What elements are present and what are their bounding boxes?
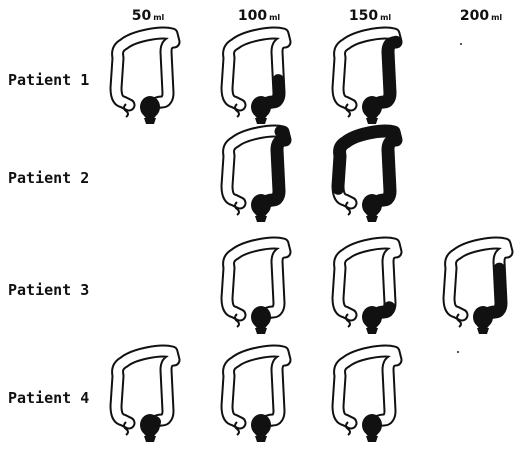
rectal-bulb [251, 194, 271, 216]
patient-label: Patient 4 [8, 389, 89, 407]
patient-rows: Patient 1 Patient 2 Patient 3 Patient 4 [8, 33, 507, 442]
catheter-tip [366, 216, 378, 222]
colon-panel [338, 243, 396, 334]
rectal-bulb [251, 414, 271, 436]
volume-value: 200 [460, 8, 489, 24]
catheter-tip [366, 118, 378, 124]
patient-label: Patient 1 [8, 71, 89, 89]
rectal-bulb [362, 414, 382, 436]
catheter-tip [144, 436, 156, 442]
colon-panel [227, 351, 285, 442]
catheter-tip [255, 118, 267, 124]
speck-mark [460, 43, 462, 45]
volume-unit: ml [380, 13, 391, 22]
patient-label: Patient 3 [8, 281, 89, 299]
catheter-tip [366, 328, 378, 334]
rectal-bulb [251, 306, 271, 328]
catheter-tip [477, 328, 489, 334]
rectal-bulb [362, 306, 382, 328]
catheter-tip [255, 216, 267, 222]
rectal-bulb [251, 96, 271, 118]
rectal-bulb [473, 306, 493, 328]
colon-panel [116, 351, 174, 442]
rectal-bulb [140, 96, 160, 118]
patient-row: Patient 2 [8, 131, 396, 222]
volume-value: 50 [132, 8, 152, 24]
colon-panel [227, 33, 285, 124]
colon-panel [338, 351, 396, 442]
colon-panel [449, 243, 507, 334]
volume-unit: ml [491, 13, 502, 22]
colon-panel [227, 243, 285, 334]
speck-mark [457, 351, 459, 353]
colon-panel [338, 33, 396, 124]
rectal-bulb [362, 194, 382, 216]
catheter-tip [255, 436, 267, 442]
catheter-tip [255, 328, 267, 334]
colon-panel [338, 131, 396, 222]
rectal-bulb [140, 414, 160, 436]
colon-panel [227, 131, 285, 222]
patient-row: Patient 1 [8, 33, 396, 124]
patient-row: Patient 4 [8, 351, 396, 442]
patient-label: Patient 2 [8, 169, 89, 187]
catheter-tip [144, 118, 156, 124]
rectal-bulb [362, 96, 382, 118]
patient-row: Patient 3 [8, 243, 507, 334]
catheter-tip [366, 436, 378, 442]
colon-panel [116, 33, 174, 124]
volume-unit: ml [269, 13, 280, 22]
volume-value: 150 [349, 8, 378, 24]
volume-value: 100 [238, 8, 267, 24]
volume-unit: ml [153, 13, 164, 22]
